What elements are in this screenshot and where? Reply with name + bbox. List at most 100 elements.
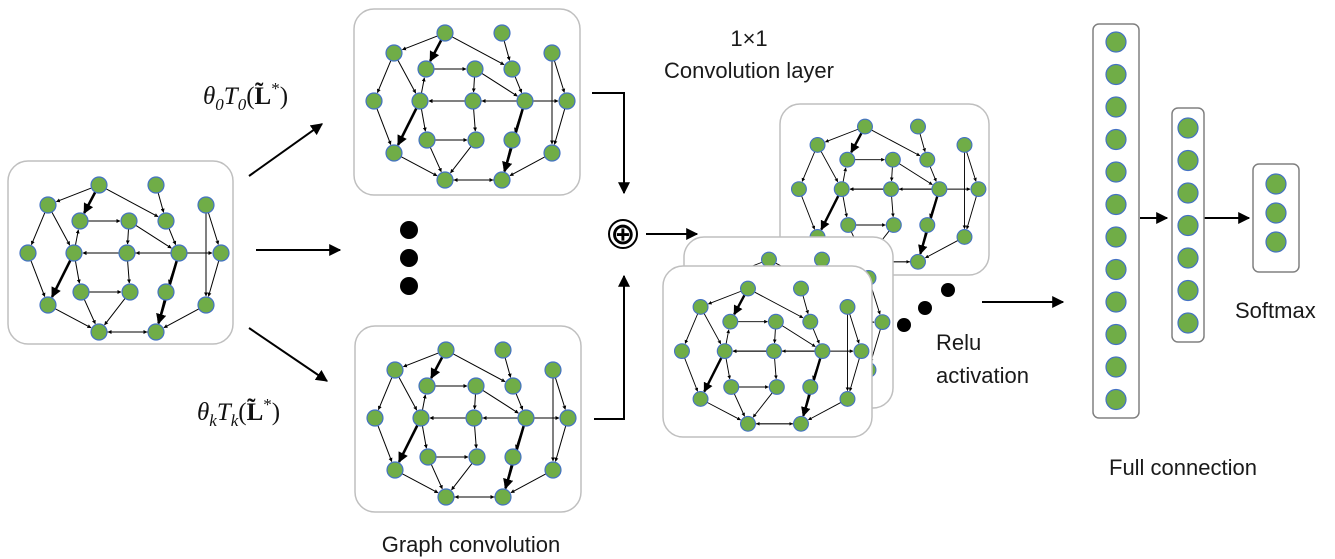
graph-node xyxy=(802,313,819,330)
graph-edge xyxy=(515,393,524,411)
graph-node xyxy=(931,181,948,198)
graph-node xyxy=(437,341,455,359)
graph-edge xyxy=(430,356,444,379)
graph-edge xyxy=(801,195,816,230)
graph-edge xyxy=(510,473,547,494)
graph-edge xyxy=(397,424,419,463)
graph-node xyxy=(874,314,891,331)
graph-node xyxy=(39,196,57,214)
graph-node xyxy=(909,118,926,135)
graph-edge xyxy=(83,299,96,325)
graph-edge xyxy=(842,167,847,182)
graph-edge xyxy=(820,151,839,183)
graph-edge xyxy=(514,76,523,94)
graph-node xyxy=(385,44,403,62)
conv1x1-label-line1: 1×1 xyxy=(730,26,767,51)
fc-neuron xyxy=(1177,312,1199,334)
fc-neuron xyxy=(1105,258,1127,281)
graph-edge xyxy=(471,76,476,93)
graph-edge xyxy=(684,357,699,392)
graph-edge xyxy=(377,425,393,462)
graph-edge xyxy=(429,147,442,173)
graph-edge xyxy=(966,151,977,182)
ellipsis-diagonal xyxy=(897,283,955,332)
graph-edge xyxy=(898,163,933,186)
graph-edge xyxy=(553,60,566,93)
formula-top: θ0T0(L̃*) xyxy=(203,79,288,114)
fc-neuron xyxy=(1105,193,1127,216)
graph-node xyxy=(385,144,403,162)
graph-edge xyxy=(482,389,519,414)
graph-node xyxy=(792,415,809,432)
graph-edge xyxy=(56,187,92,203)
graph-node xyxy=(65,244,83,262)
graph-node xyxy=(692,391,709,407)
arrow-bottom-to-sum xyxy=(594,274,630,420)
graph-edge xyxy=(452,353,506,383)
graph-edge xyxy=(401,473,439,494)
graph-edge xyxy=(801,151,816,182)
graph-node xyxy=(504,377,522,395)
graph-node xyxy=(919,151,936,168)
graph-node xyxy=(437,488,455,506)
fc-neuron xyxy=(1177,214,1199,237)
graph-node xyxy=(885,217,902,233)
graph-edge xyxy=(925,240,959,259)
graph-edge xyxy=(474,425,479,449)
relu-label-line1: Relu xyxy=(936,330,981,355)
fc-neuron xyxy=(1265,231,1287,253)
graph-node xyxy=(212,244,230,262)
graph-edge xyxy=(207,212,220,245)
graph-edge xyxy=(812,328,820,344)
graph-edge xyxy=(429,39,443,62)
graph-edge xyxy=(889,166,894,182)
graph-edge xyxy=(503,40,511,61)
graph-node xyxy=(517,409,535,427)
graph-node xyxy=(118,244,136,262)
graph-conv-top xyxy=(353,8,581,196)
graph-node xyxy=(436,24,454,42)
graph-node xyxy=(919,217,936,233)
graph-node xyxy=(157,212,175,230)
graph-node xyxy=(418,131,436,149)
fc-neuron xyxy=(1105,31,1127,53)
graph-node xyxy=(467,377,485,395)
graph-edge xyxy=(473,108,478,132)
graph-edge xyxy=(127,260,132,284)
graph-node xyxy=(493,171,511,189)
graph-node xyxy=(365,92,383,110)
feature-map-back xyxy=(779,103,990,276)
graph-node xyxy=(760,251,777,268)
graph-edge xyxy=(421,394,427,411)
arrow-to-bottom xyxy=(248,327,328,382)
graph-node xyxy=(544,461,562,479)
fc-neuron xyxy=(1177,247,1199,269)
graph-edge xyxy=(74,229,80,246)
graph-node xyxy=(766,343,783,360)
sum-symbol: ⊕ xyxy=(610,217,635,252)
graph-node xyxy=(157,283,175,301)
graph-edge xyxy=(871,129,921,157)
graph-node xyxy=(839,391,856,407)
graph-edge xyxy=(781,325,816,348)
graph-edge xyxy=(725,329,730,344)
graph-node xyxy=(468,448,486,466)
graph-edge xyxy=(376,60,392,94)
graph-edge xyxy=(51,211,71,246)
graph-node xyxy=(956,229,973,245)
graph-edge xyxy=(377,377,393,411)
graph-node xyxy=(722,313,739,330)
graph-edge xyxy=(929,166,937,182)
graph-edge xyxy=(706,401,741,421)
graph-node xyxy=(716,343,733,360)
graph-edge xyxy=(504,357,512,378)
graph-node xyxy=(90,323,108,341)
graph-node xyxy=(504,448,522,466)
graph-node xyxy=(503,131,521,149)
graph-node xyxy=(197,196,215,214)
graph-node xyxy=(120,212,138,230)
graph-edge xyxy=(396,107,418,146)
graph-edge xyxy=(451,36,505,66)
graph-edge xyxy=(725,358,732,380)
graph-edge xyxy=(850,132,863,154)
